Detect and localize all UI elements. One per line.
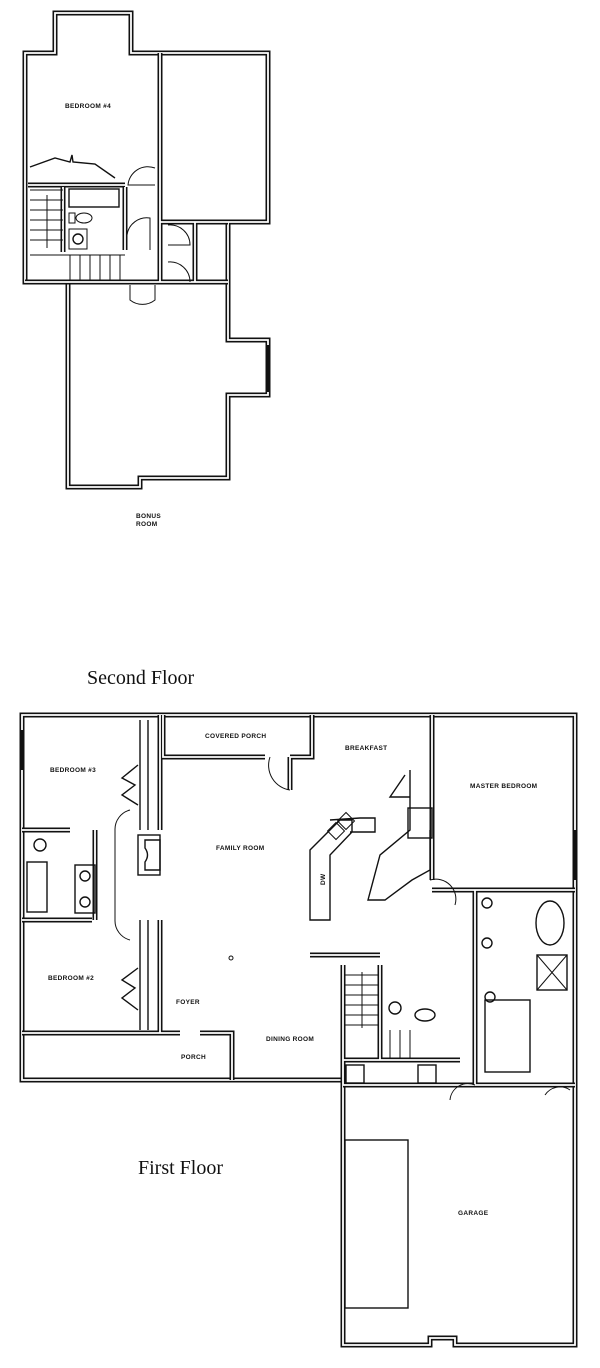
room-label-dining-room: DINING ROOM [266, 1036, 314, 1043]
room-label-bonus: BONUS [136, 513, 161, 520]
second-floor-title: Second Floor [87, 667, 195, 689]
room-label-bedroom-2: BEDROOM #2 [48, 975, 94, 982]
room-label-bedroom-3: BEDROOM #3 [50, 767, 96, 774]
second-floor-plan: BEDROOM #4 BONUS ROOM Second Floor [22, 10, 271, 689]
room-label-garage: GARAGE [458, 1210, 489, 1217]
room-label-foyer: FOYER [176, 999, 200, 1006]
first-floor-fixtures [20, 720, 577, 1309]
second-floor-fixtures [29, 154, 270, 392]
appliance-label-dishwasher: DW [320, 873, 327, 885]
room-label-breakfast: BREAKFAST [345, 745, 387, 752]
room-label-covered-porch: COVERED PORCH [205, 733, 266, 740]
room-label-porch: PORCH [181, 1054, 206, 1061]
first-floor-walls [19, 712, 578, 1348]
room-label-bedroom-4: BEDROOM #4 [65, 103, 111, 110]
room-label-family-room: FAMILY ROOM [216, 845, 264, 852]
first-floor-plan: COVERED PORCH BREAKFAST MASTER BEDROOM B… [19, 712, 578, 1348]
room-label-room: ROOM [136, 521, 157, 528]
room-label-master-bedroom: MASTER BEDROOM [470, 783, 537, 790]
first-floor-title: First Floor [138, 1157, 223, 1179]
second-floor-walls [22, 10, 271, 490]
